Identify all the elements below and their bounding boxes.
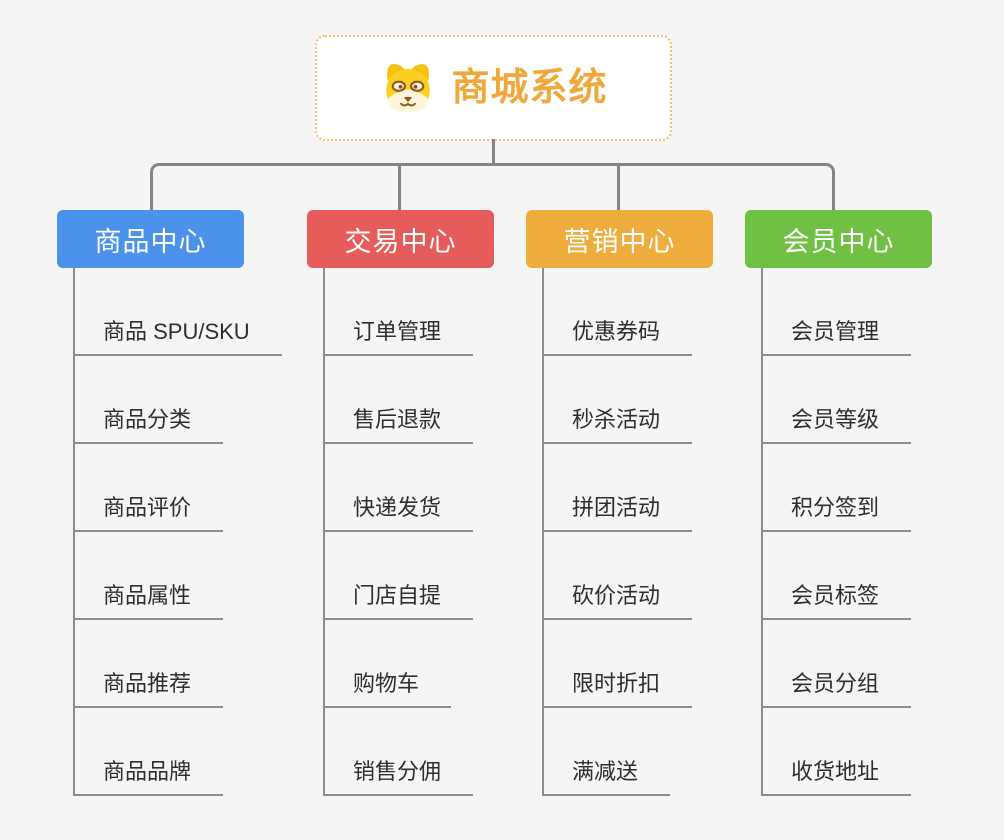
node-item[interactable]: 会员标签: [761, 532, 912, 620]
node-item-label: 商品属性: [73, 583, 224, 620]
node-item-label: 会员分组: [761, 671, 912, 708]
node-item[interactable]: 商品属性: [73, 532, 282, 620]
node-item-label: 积分签到: [761, 495, 912, 532]
node-item-label: 收货地址: [761, 759, 912, 796]
node-item-label: 销售分佣: [323, 759, 474, 796]
node-item[interactable]: 售后退款: [323, 356, 474, 444]
node-item-label: 商品评价: [73, 495, 224, 532]
branch-marketing-center: 营销中心 优惠券码 秒杀活动 拼团活动 砍价活动 限时折扣 满减送: [526, 210, 726, 796]
dog-icon: [386, 63, 431, 113]
node-item-label: 订单管理: [323, 319, 474, 356]
node-item[interactable]: 商品 SPU/SKU: [73, 268, 282, 356]
node-item[interactable]: 快递发货: [323, 444, 474, 532]
node-item[interactable]: 会员管理: [761, 268, 912, 356]
branch-header-trade-center[interactable]: 交易中心: [307, 210, 494, 268]
node-item-label: 商品品牌: [73, 759, 224, 796]
node-item-label: 秒杀活动: [542, 407, 693, 444]
node-item-label: 商品分类: [73, 407, 224, 444]
root-node[interactable]: 商城系统: [315, 35, 672, 141]
node-item[interactable]: 商品评价: [73, 444, 282, 532]
connector-root-stem: [492, 139, 495, 165]
node-item-label: 商品推荐: [73, 671, 224, 708]
branch-connector-line: [323, 268, 325, 796]
branch-header-marketing-center[interactable]: 营销中心: [526, 210, 713, 268]
branch-trade-center: 交易中心 订单管理 售后退款 快递发货 门店自提 购物车 销售分佣: [307, 210, 507, 796]
node-item[interactable]: 砍价活动: [542, 532, 693, 620]
connector-drop-2: [398, 165, 401, 210]
node-item-label: 满减送: [542, 759, 671, 796]
node-item-label: 会员管理: [761, 319, 912, 356]
node-item[interactable]: 门店自提: [323, 532, 474, 620]
node-item-label: 门店自提: [323, 583, 474, 620]
node-item-label: 售后退款: [323, 407, 474, 444]
branch-connector-line: [761, 268, 763, 796]
node-item-label: 快递发货: [323, 495, 474, 532]
connector-bus: [150, 163, 835, 210]
node-item-label: 购物车: [323, 671, 452, 708]
node-item-label: 限时折扣: [542, 671, 693, 708]
node-item[interactable]: 收货地址: [761, 708, 912, 796]
node-item-label: 商品 SPU/SKU: [73, 319, 282, 356]
node-item[interactable]: 满减送: [542, 708, 692, 796]
root-title: 商城系统: [451, 67, 608, 109]
node-item[interactable]: 商品分类: [73, 356, 282, 444]
branch-product-center: 商品中心 商品 SPU/SKU 商品分类 商品评价 商品属性 商品推荐 商品品牌: [57, 210, 282, 796]
node-item[interactable]: 优惠券码: [542, 268, 693, 356]
node-item[interactable]: 会员等级: [761, 356, 912, 444]
node-item-label: 会员等级: [761, 407, 912, 444]
node-item[interactable]: 秒杀活动: [542, 356, 693, 444]
node-item[interactable]: 订单管理: [323, 268, 474, 356]
node-item[interactable]: 会员分组: [761, 620, 912, 708]
node-item[interactable]: 积分签到: [761, 444, 912, 532]
node-item-label: 拼团活动: [542, 495, 693, 532]
branch-connector-line: [542, 268, 544, 796]
branch-header-product-center[interactable]: 商品中心: [57, 210, 244, 268]
node-item[interactable]: 购物车: [323, 620, 473, 708]
node-item[interactable]: 商品品牌: [73, 708, 282, 796]
node-item-label: 砍价活动: [542, 583, 693, 620]
branch-member-center: 会员中心 会员管理 会员等级 积分签到 会员标签 会员分组 收货地址: [745, 210, 945, 796]
node-item[interactable]: 限时折扣: [542, 620, 693, 708]
branch-header-member-center[interactable]: 会员中心: [745, 210, 932, 268]
node-item-label: 优惠券码: [542, 319, 693, 356]
node-item[interactable]: 商品推荐: [73, 620, 282, 708]
node-item-label: 会员标签: [761, 583, 912, 620]
connector-drop-3: [617, 165, 620, 210]
branch-connector-line: [73, 268, 75, 796]
node-item[interactable]: 拼团活动: [542, 444, 693, 532]
node-item[interactable]: 销售分佣: [323, 708, 474, 796]
